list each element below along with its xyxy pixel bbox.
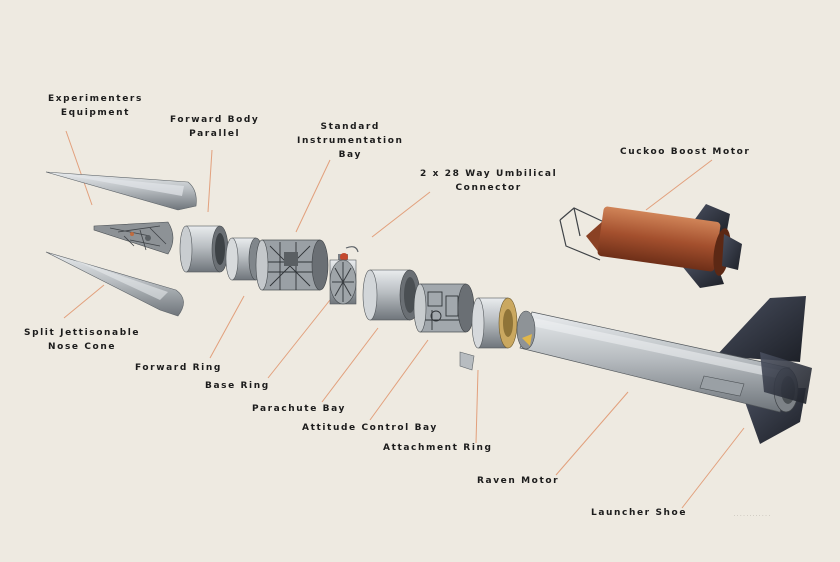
label-parachute-bay: Parachute Bay <box>252 404 346 414</box>
leader-attachment-ring <box>475 369 479 444</box>
umbilical-plug <box>340 253 348 261</box>
cuckoo-boost-motor <box>559 204 742 288</box>
leader-experimenters-equipment <box>65 130 93 206</box>
cuckoo-fin-rear <box>722 234 742 270</box>
leader-standard-instrumentation-bay <box>295 159 331 233</box>
leader-forward-body-parallel <box>207 149 213 213</box>
nose-cone-upper-half <box>45 171 197 211</box>
leader-parachute-bay <box>321 327 379 403</box>
raven-fin-side <box>760 352 812 404</box>
label-launcher-shoe: Launcher Shoe <box>591 508 688 518</box>
label-attitude-control-bay: Attitude Control Bay <box>302 423 438 433</box>
label-split-nose-cone: Split Jettisonable Nose Cone <box>24 328 141 352</box>
leader-base-ring <box>267 299 331 379</box>
umbilical-connector <box>338 246 359 261</box>
raven-motor <box>516 296 812 444</box>
leader-cuckoo-boost-motor <box>645 159 713 211</box>
attachment-clip <box>459 351 475 371</box>
label-standard-instrumentation-bay: Standard Instrumentation Bay <box>297 122 404 160</box>
label-attachment-ring: Attachment Ring <box>383 443 493 453</box>
parachute-bay <box>362 269 421 321</box>
leader-raven-motor <box>555 391 629 476</box>
label-base-ring: Base Ring <box>205 381 270 391</box>
leader-umbilical-connector <box>371 191 431 238</box>
launcher-shoe <box>699 375 745 397</box>
forward-body-parallel <box>179 225 229 273</box>
leader-forward-ring <box>209 295 245 359</box>
raven-fin-upper <box>716 296 806 362</box>
experimenters-equipment-section <box>93 221 174 255</box>
label-umbilical-connector: 2 x 28 Way Umbilical Connector <box>420 169 558 193</box>
label-experimenters-equipment: Experimenters Equipment <box>48 94 143 118</box>
leader-launcher-shoe <box>681 427 745 509</box>
leader-split-nose-cone <box>63 284 105 319</box>
label-raven-motor: Raven Motor <box>477 476 560 486</box>
attachment-ring <box>459 297 518 371</box>
label-cuckoo-boost-motor: Cuckoo Boost Motor <box>620 147 751 157</box>
label-forward-ring: Forward Ring <box>135 363 222 373</box>
standard-instrumentation-bay <box>255 239 329 291</box>
base-ring <box>329 259 357 305</box>
nose-cone-lower-half <box>45 251 184 317</box>
leader-lines <box>63 130 745 509</box>
leader-attitude-control-bay <box>369 339 429 421</box>
artist-signature-mark: · · · · · · · · · · · · <box>734 513 771 518</box>
attitude-control-bay <box>413 283 475 333</box>
split-nose-cone <box>45 171 197 317</box>
label-forward-body-parallel: Forward Body Parallel <box>170 115 260 139</box>
